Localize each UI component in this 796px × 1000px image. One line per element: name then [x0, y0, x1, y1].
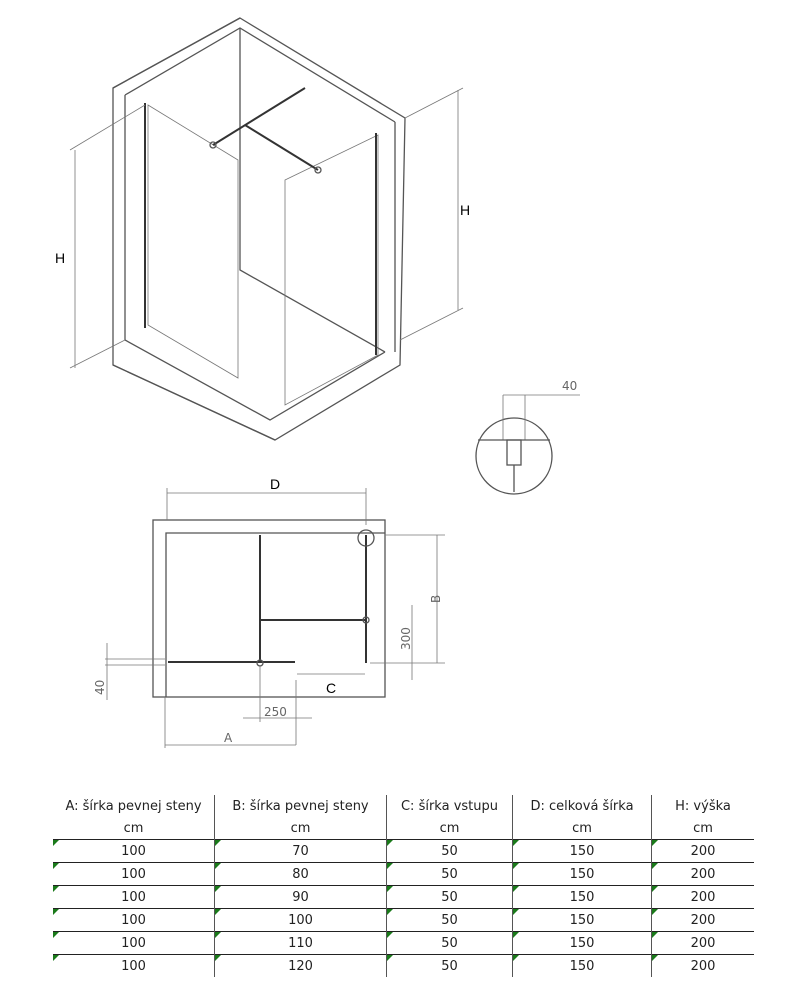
cell: 150: [512, 885, 652, 909]
cell: 150: [512, 908, 652, 932]
cell: 200: [651, 839, 754, 863]
header-h: H: výška: [651, 795, 754, 817]
cell: 200: [651, 931, 754, 955]
label-b: B: [429, 595, 443, 603]
header-a: A: šírka pevnej steny: [65, 798, 202, 814]
cell: 50: [386, 954, 513, 977]
cell: 100: [53, 885, 215, 909]
cell: 80: [214, 862, 387, 886]
cell: 50: [386, 885, 513, 909]
cell: 150: [512, 839, 652, 863]
cell: 150: [512, 931, 652, 955]
cell: 100: [53, 931, 215, 955]
unit-b: cm: [214, 817, 387, 840]
dim-250: 250: [264, 705, 287, 719]
header-c: C: šírka vstupu: [386, 795, 513, 817]
technical-drawing: H H 40 D B 300 C: [55, 17, 580, 748]
header-b: B: šírka pevnej steny: [214, 795, 387, 817]
cell: 50: [386, 931, 513, 955]
dim-40-plan: 40: [93, 680, 107, 695]
label-h-left: H: [55, 250, 65, 266]
cell: 50: [386, 908, 513, 932]
detail-view: 40: [475, 379, 580, 495]
cell: 100: [53, 839, 215, 863]
header-d: D: celková šírka: [512, 795, 652, 817]
cell: 90: [214, 885, 387, 909]
unit-row: cm cm cm cm cm: [53, 817, 754, 840]
unit-h: cm: [651, 817, 754, 840]
unit-d: cm: [512, 817, 652, 840]
cell: 100: [53, 862, 215, 886]
header-row: A: šírka pevnej steny B: šírka pevnej st…: [53, 795, 754, 817]
cell: 100: [53, 954, 215, 977]
unit-a: cm: [123, 820, 144, 836]
cell: 200: [651, 908, 754, 932]
plan-view: D B 300 C 40 250 A: [93, 476, 445, 748]
label-d: D: [270, 476, 280, 492]
cell: 120: [214, 954, 387, 977]
cell: 70: [214, 839, 387, 863]
unit-c: cm: [386, 817, 513, 840]
dimensions-table: A: šírka pevnej steny B: šírka pevnej st…: [53, 795, 754, 977]
isometric-view: H H: [55, 17, 470, 441]
cell: 50: [386, 839, 513, 863]
cell: 200: [651, 885, 754, 909]
label-c: C: [326, 680, 336, 696]
cell: 200: [651, 862, 754, 886]
cell: 150: [512, 862, 652, 886]
dim-300: 300: [399, 627, 413, 650]
label-a: A: [224, 731, 233, 745]
cell: 200: [651, 954, 754, 977]
cell: 50: [386, 862, 513, 886]
dim-40-detail: 40: [562, 379, 577, 393]
cell: 100: [53, 908, 215, 932]
cell: 100: [214, 908, 387, 932]
cell: 110: [214, 931, 387, 955]
label-h-right: H: [460, 202, 470, 218]
cell: 150: [512, 954, 652, 977]
